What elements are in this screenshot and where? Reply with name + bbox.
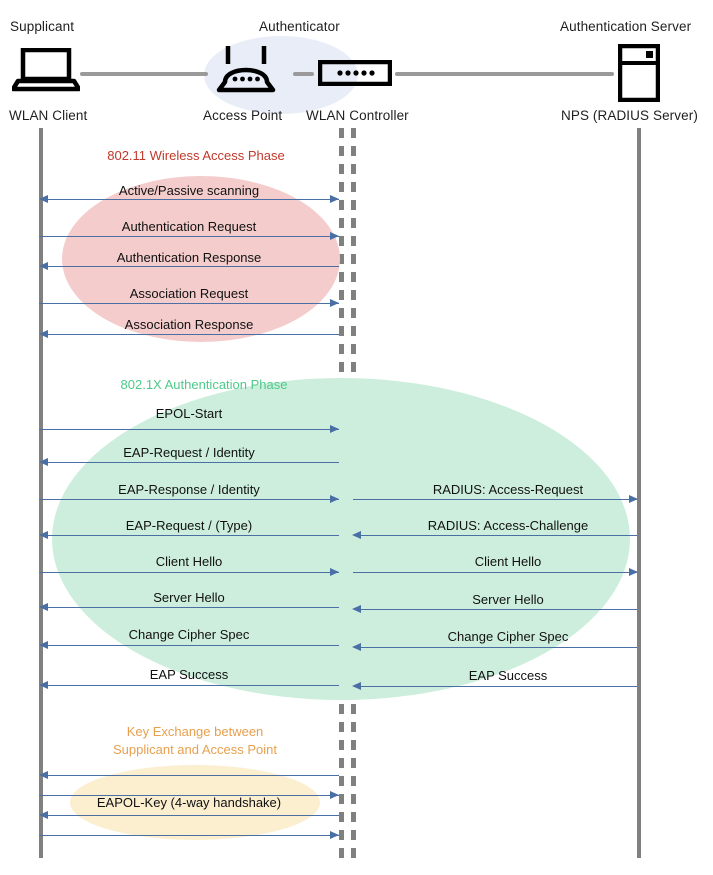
message-arrow-eapol-key-2 [39,795,339,796]
message-label-eap-request-identity: EAP-Request / Identity [123,445,255,460]
actor-role-supplicant: Supplicant [10,19,75,34]
message-label-association-response: Association Response [124,317,254,332]
link-controller-to-server [395,72,614,76]
message-arrow-eapol-key-1 [44,775,339,776]
message-label-eap-request-type: EAP-Request / (Type) [125,518,253,533]
message-arrow-eap-request-type [44,535,339,536]
message-label-authentication-response: Authentication Response [116,250,262,265]
phase-label-dot1x-authentication: 802.1X Authentication Phase [120,377,288,392]
arrow-head-left-eap-success-right [352,682,361,690]
arrow-head-left-radius-access-challenge [352,531,361,539]
message-label-eap-success-left: EAP Success [149,667,229,682]
arrow-head-right-association-request [330,299,339,307]
arrow-head-right-client-hello-left [330,568,339,576]
phase-ellipse-key-exchange [70,765,320,840]
arrow-head-right-client-hello-right [629,568,638,576]
arrow-head-right-epol-start [330,425,339,433]
message-arrow-association-request [39,303,339,304]
message-arrow-eapol-key-3 [44,815,339,816]
arrow-head-left-authentication-response [39,262,48,270]
phase-label-key-exchange-line2: Supplicant and Access Point [112,742,278,757]
arrow-head-left-association-response [39,330,48,338]
lifeline-auth-server [637,128,641,858]
message-arrow-active-passive-scanning [44,199,339,200]
arrow-head-left-change-cipher-spec-left [39,641,48,649]
message-arrow-authentication-request [39,236,339,237]
message-label-change-cipher-spec-right: Change Cipher Spec [447,629,569,644]
message-label-radius-access-challenge: RADIUS: Access-Challenge [427,518,589,533]
phase-label-wireless-access: 802.11 Wireless Access Phase [107,148,285,163]
arrow-head-left-server-hello-right [352,605,361,613]
arrow-head-left-eap-request-type [39,531,48,539]
message-label-change-cipher-spec-left: Change Cipher Spec [128,627,250,642]
arrow-head-left-eapol-key-1 [39,771,48,779]
message-label-eap-response-identity: EAP-Response / Identity [118,482,260,497]
message-label-client-hello-right: Client Hello [474,554,542,569]
phase-label-key-exchange-line1: Key Exchange between [126,724,264,739]
access-point-icon [215,44,277,99]
message-arrow-radius-access-request [353,499,637,500]
message-arrow-authentication-response [44,266,339,267]
message-label-server-hello-left: Server Hello [153,590,225,605]
message-arrow-server-hello-left [44,607,339,608]
link-ap-to-controller [293,72,314,76]
message-arrow-eap-success-right [357,686,637,687]
arrow-head-left-server-hello-left [39,603,48,611]
message-arrow-client-hello-left [39,572,339,573]
actor-device-access-point: Access Point [203,108,283,123]
message-arrow-radius-access-challenge [357,535,637,536]
message-arrow-eap-request-identity [44,462,339,463]
message-label-eap-success-right: EAP Success [468,668,548,683]
wlan-controller-icon [317,59,393,91]
arrow-head-left-scanning [39,195,48,203]
arrow-head-right-eap-response-identity [330,495,339,503]
message-arrow-eapol-key-4 [39,835,339,836]
phase-ellipse-dot1x-authentication [52,378,630,700]
message-arrow-client-hello-right [353,572,637,573]
phase-ellipse-wireless-access [62,176,340,342]
actor-role-authenticator: Authenticator [259,19,340,34]
message-label-epol-start: EPOL-Start [155,406,223,421]
arrow-head-left-eapol-key-3 [39,811,48,819]
message-arrow-change-cipher-spec-right [357,647,637,648]
actor-device-wlan-client: WLAN Client [9,108,88,123]
actor-role-auth-server: Authentication Server [560,19,692,34]
laptop-icon [10,47,82,97]
message-label-authentication-request: Authentication Request [121,219,257,234]
lifeline-supplicant [39,128,43,858]
message-arrow-server-hello-right [357,609,637,610]
message-arrow-eap-success-left [44,685,339,686]
message-label-client-hello-left: Client Hello [155,554,223,569]
message-label-association-request: Association Request [129,286,249,301]
message-arrow-association-response [44,334,339,335]
message-arrow-eap-response-identity [39,499,339,500]
message-arrow-epol-start [39,429,339,430]
link-client-to-ap [80,72,208,76]
message-label-radius-access-request: RADIUS: Access-Request [432,482,584,497]
message-label-server-hello-right: Server Hello [472,592,544,607]
arrow-head-right-authentication-request [330,232,339,240]
arrow-head-left-eap-request-identity [39,458,48,466]
arrow-head-right-radius-access-request [629,495,638,503]
arrow-head-left-change-cipher-spec-right [352,643,361,651]
server-icon [617,43,661,107]
arrow-head-right-eapol-key-4 [330,831,339,839]
arrow-head-right-eapol-key-2 [330,791,339,799]
message-label-eapol-key-handshake: EAPOL-Key (4-way handshake) [96,795,282,810]
message-arrow-change-cipher-spec-left [44,645,339,646]
actor-device-nps-radius-server: NPS (RADIUS Server) [561,108,698,123]
actor-device-wlan-controller: WLAN Controller [306,108,409,123]
arrow-head-right-scanning [330,195,339,203]
arrow-head-left-eap-success-left [39,681,48,689]
message-label-active-passive-scanning: Active/Passive scanning [118,183,260,198]
